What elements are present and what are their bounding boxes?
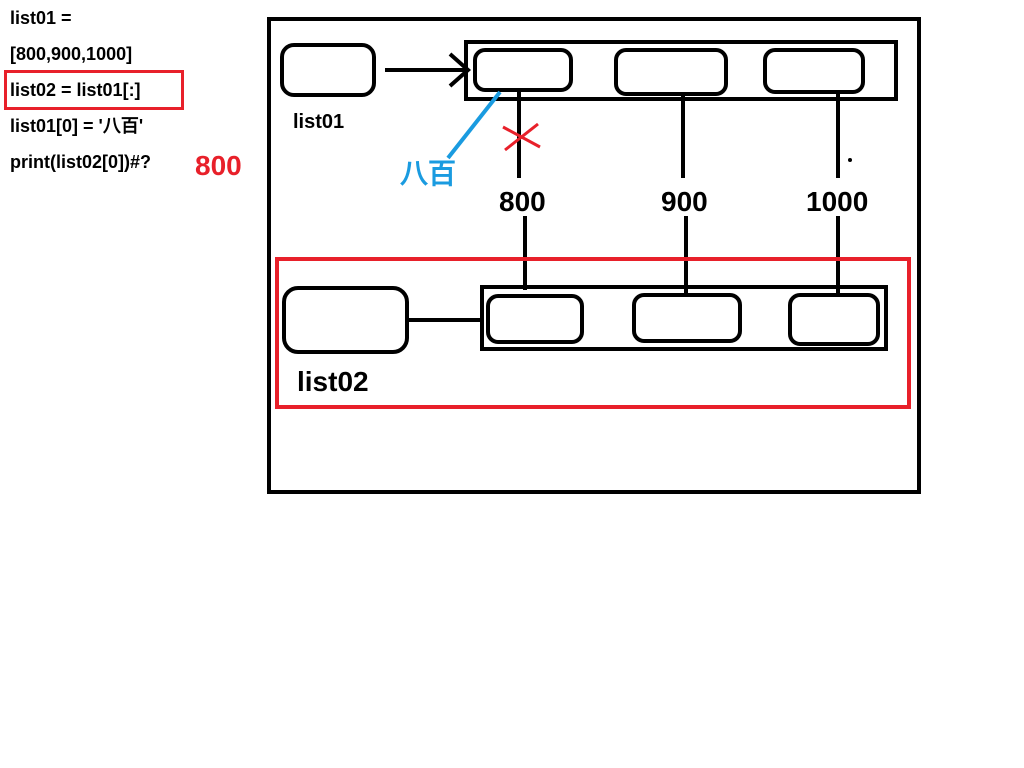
list01-slot-1 bbox=[614, 48, 728, 96]
list01-variable-box bbox=[280, 43, 376, 97]
code-line-4: list01[0] = '八百' bbox=[10, 116, 144, 136]
ink-dot bbox=[848, 158, 852, 162]
list02-slot-1 bbox=[632, 293, 742, 343]
code-line-3: list02 = list01[:] bbox=[10, 80, 141, 100]
list02-label: list02 bbox=[297, 366, 369, 397]
slice-highlight-box bbox=[4, 70, 184, 110]
new-value-label: 八百 bbox=[400, 158, 456, 189]
code-line-1: list01 = bbox=[10, 8, 72, 28]
value-1000: 1000 bbox=[806, 186, 868, 217]
answer-value: 800 bbox=[195, 150, 242, 181]
broken-ref-cross-b bbox=[504, 122, 539, 152]
code-line-2: [800,900,1000] bbox=[10, 44, 133, 64]
list01-slot-2 bbox=[763, 48, 865, 94]
value-800: 800 bbox=[499, 186, 546, 217]
code-line-5: print(list02[0])#? bbox=[10, 152, 152, 172]
diagram-frame bbox=[267, 17, 921, 494]
list01-slot-0 bbox=[473, 48, 573, 92]
list02-slot-2 bbox=[788, 293, 880, 346]
list02-variable-box bbox=[282, 286, 409, 354]
value-900: 900 bbox=[661, 186, 708, 217]
list02-slot-0 bbox=[486, 294, 584, 344]
list02-highlight-frame bbox=[275, 257, 911, 409]
new-value-pointer-line bbox=[446, 90, 502, 160]
list01-label: list01 bbox=[293, 111, 344, 133]
list02-container bbox=[480, 285, 888, 351]
